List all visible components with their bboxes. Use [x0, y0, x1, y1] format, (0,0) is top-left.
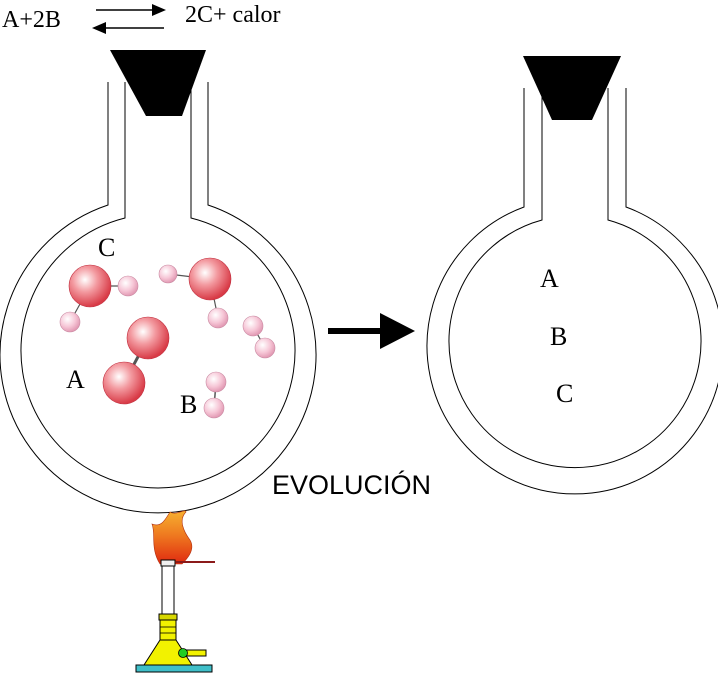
label-a: A	[540, 264, 559, 293]
atom-c-large	[68, 264, 112, 308]
evolution-arrowhead	[380, 313, 415, 349]
equilibrium-arrows	[92, 4, 166, 34]
flask-right-stopper	[523, 56, 621, 120]
bunsen-burner	[135, 510, 215, 673]
label-b: B	[180, 390, 197, 419]
atom-c-large	[188, 257, 232, 301]
valve-icon	[178, 648, 188, 658]
flask-left-inner-wall	[20, 82, 296, 489]
atom-b-small	[203, 397, 225, 419]
burner-base	[135, 664, 213, 673]
atom-b-small	[158, 264, 178, 284]
flask-right-outer-wall	[426, 88, 718, 495]
caption-evolucion: EVOLUCIÓN	[272, 469, 431, 500]
equation-right: 2C+ calor	[185, 2, 281, 28]
evolution-arrow	[328, 313, 415, 349]
flame-icon	[151, 510, 193, 565]
label-c: C	[98, 233, 115, 262]
flask-left: C A B	[0, 50, 317, 514]
atom-b-small	[117, 275, 139, 297]
burner-nozzle	[160, 559, 176, 567]
atom-a-large	[102, 361, 146, 405]
burner-air-regulator	[159, 619, 177, 641]
label-c: C	[556, 379, 573, 408]
atom-b-small	[205, 371, 227, 393]
label-a: A	[66, 365, 85, 394]
reverse-arrowhead	[92, 22, 106, 34]
flask-right: A B C	[426, 56, 718, 495]
burner-tube	[161, 565, 175, 615]
atom-b-small	[242, 315, 264, 337]
flask-left-stopper	[110, 50, 206, 116]
label-b: B	[550, 322, 567, 351]
flask-left-outer-wall	[0, 82, 317, 514]
atom-b-small	[59, 311, 81, 333]
atom-b-small	[207, 307, 229, 329]
forward-arrowhead	[152, 4, 166, 16]
flask-right-inner-wall	[448, 88, 702, 469]
atom-b-small	[254, 337, 276, 359]
atom-a-large	[126, 316, 170, 360]
equation-left: A+2B	[2, 7, 61, 33]
